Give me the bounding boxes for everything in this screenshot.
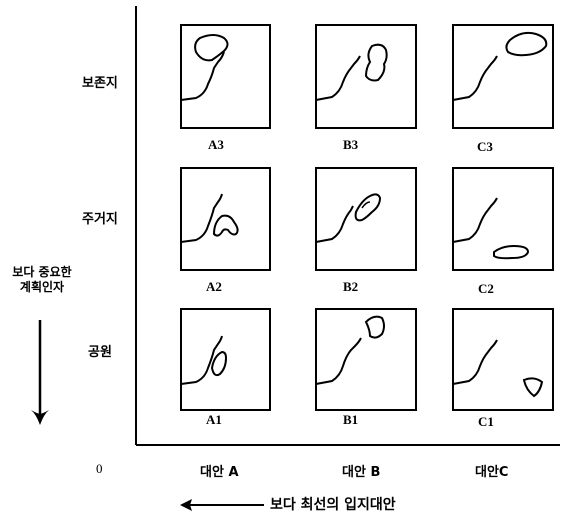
panel-a2 (180, 167, 271, 271)
column-label-c: 대안C (475, 465, 509, 480)
panel-label-a2: A2 (206, 279, 222, 294)
panel-label-c3: C3 (477, 139, 493, 154)
importance-arrow-icon (31, 320, 49, 425)
y-axis-label: 보다 중요한 계획인자 (4, 266, 80, 293)
panel-label-b1: B1 (343, 412, 359, 427)
y-axis-label-line-2: 계획인자 (19, 280, 65, 294)
panel-c3 (452, 24, 554, 129)
panel-b1 (315, 308, 417, 411)
panel-label-c2: C2 (478, 281, 494, 296)
panel-a1 (180, 308, 271, 411)
panel-a3 (180, 24, 271, 129)
location-preference-arrow-icon (180, 499, 264, 511)
column-label-b: 대안 B (342, 465, 381, 480)
row-label-conservation: 보존지 (82, 76, 118, 91)
panel-b2 (315, 167, 417, 271)
row-label-park: 공원 (88, 345, 112, 360)
panel-c2 (452, 167, 554, 271)
panel-b3 (315, 24, 417, 129)
x-axis-label: 보다 최선의 입지대안 (270, 497, 396, 513)
y-axis-label-line-1: 보다 중요한 (12, 265, 72, 279)
panel-c1 (452, 308, 554, 411)
panel-label-a3: A3 (208, 137, 224, 152)
row-label-residential: 주거지 (82, 212, 118, 227)
panel-label-c1: C1 (478, 414, 494, 429)
panel-label-a1: A1 (206, 412, 222, 427)
origin-label: 0 (96, 461, 103, 476)
column-label-a: 대안 A (200, 465, 239, 480)
panel-label-b3: B3 (343, 137, 359, 152)
panel-label-b2: B2 (343, 279, 359, 294)
